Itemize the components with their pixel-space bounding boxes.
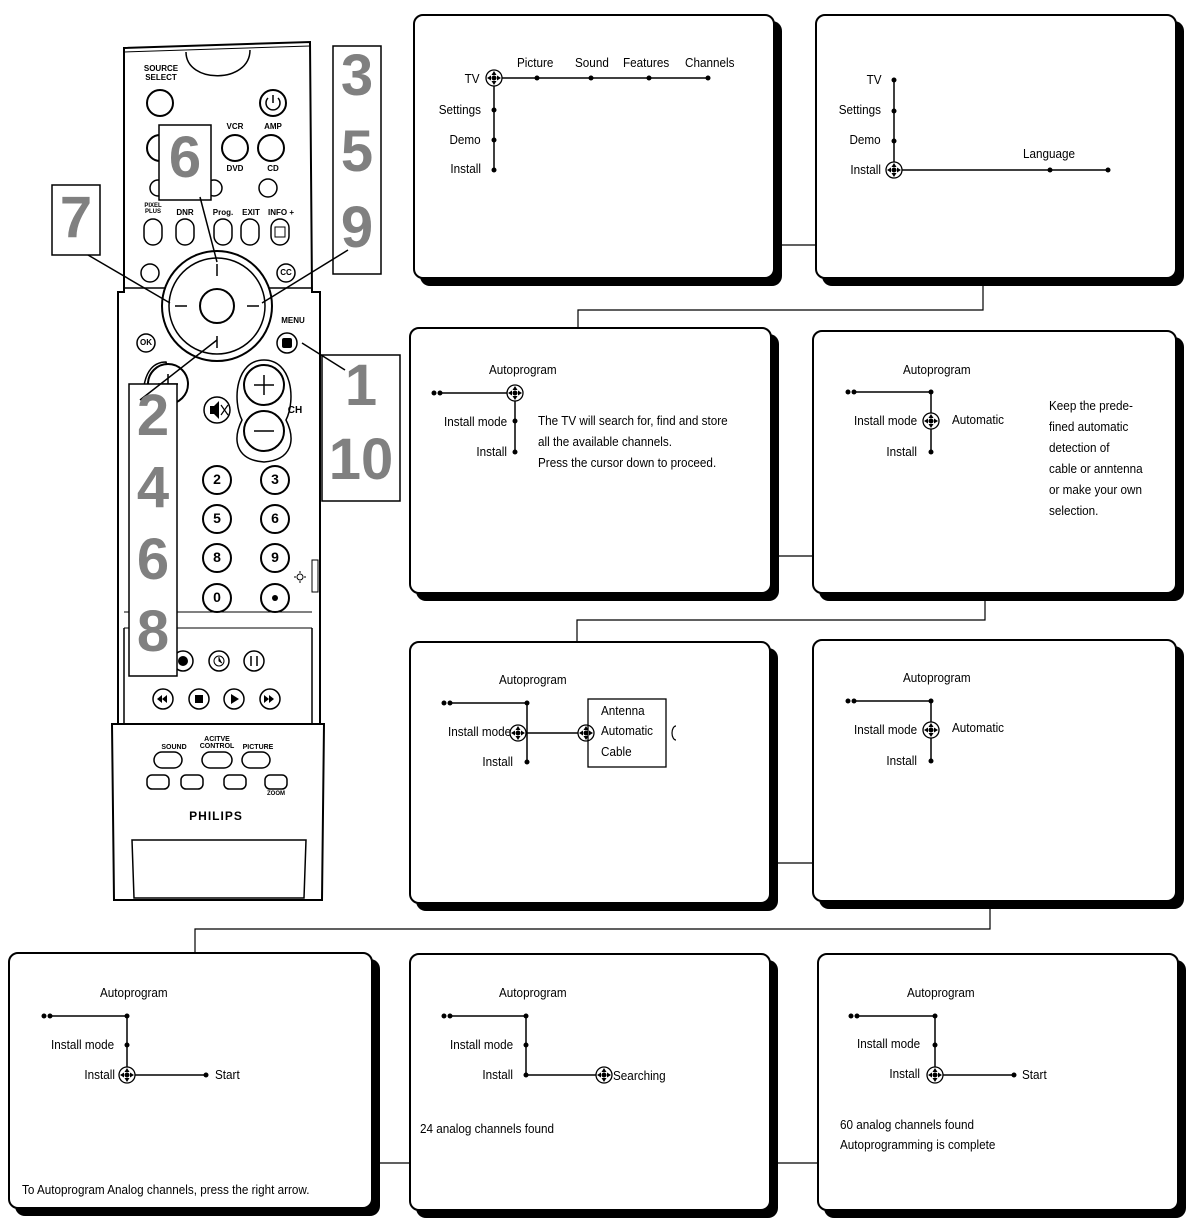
description-line: Press the cursor down to proceed. <box>538 455 716 470</box>
item-install-mode: Install mode <box>51 1037 114 1052</box>
item-install-mode: Install mode <box>857 1036 920 1051</box>
note-line: fined automatic <box>1049 419 1128 434</box>
action-searching: Searching <box>613 1068 666 1083</box>
autoprogram-title: Autoprogram <box>489 362 557 377</box>
menu-item-install: Install <box>450 161 481 176</box>
autoprogram-title: Autoprogram <box>499 985 567 1000</box>
install-mode-value: Automatic <box>952 720 1004 735</box>
autoprogram-title: Autoprogram <box>903 670 971 685</box>
description-line: all the available channels. <box>538 434 672 449</box>
item-install-mode: Install mode <box>854 413 917 428</box>
menu-item-demo: Demo <box>450 132 481 147</box>
description-line: The TV will search for, find and store <box>538 413 728 428</box>
menu-item-settings: Settings <box>839 102 881 117</box>
item-install-mode: Install mode <box>450 1037 513 1052</box>
option-automatic[interactable]: Automatic <box>601 723 653 738</box>
submenu-features: Features <box>623 55 669 70</box>
autoprogram-title: Autoprogram <box>499 672 567 687</box>
menu-item-settings: Settings <box>439 102 481 117</box>
status-text: 24 analog channels found <box>420 1121 554 1136</box>
action-start: Start <box>215 1067 240 1082</box>
item-install: Install <box>84 1067 115 1082</box>
status-text: 60 analog channels found <box>840 1117 974 1132</box>
item-install: Install <box>886 753 917 768</box>
option-antenna[interactable]: Antenna <box>601 703 645 718</box>
menu-item-install: Install <box>850 162 881 177</box>
item-install: Install <box>886 444 917 459</box>
install-mode-value: Automatic <box>952 412 1004 427</box>
note-line: or make your own <box>1049 482 1142 497</box>
submenu-language: Language <box>1023 146 1075 161</box>
autoprogram-title: Autoprogram <box>907 985 975 1000</box>
item-install-mode: Install mode <box>444 414 507 429</box>
item-install: Install <box>889 1066 920 1081</box>
menu-item-tv: TV <box>867 72 882 87</box>
item-install-mode: Install mode <box>854 722 917 737</box>
menu-item-demo: Demo <box>850 132 881 147</box>
instruction-text: To Autoprogram Analog channels, press th… <box>22 1182 309 1197</box>
autoprogram-title: Autoprogram <box>903 362 971 377</box>
submenu-channels: Channels <box>685 55 734 70</box>
submenu-picture: Picture <box>517 55 553 70</box>
note-line: detection of <box>1049 440 1109 455</box>
item-install-mode: Install mode <box>448 724 511 739</box>
option-cable[interactable]: Cable <box>601 744 632 759</box>
note-line: selection. <box>1049 503 1098 518</box>
status-text: Autoprogramming is complete <box>840 1137 995 1152</box>
menu-item-tv: TV <box>465 71 480 86</box>
note-line: Keep the prede- <box>1049 398 1133 413</box>
submenu-sound: Sound <box>575 55 609 70</box>
item-install: Install <box>476 444 507 459</box>
autoprogram-title: Autoprogram <box>100 985 168 1000</box>
action-start: Start <box>1022 1067 1047 1082</box>
item-install: Install <box>482 1067 513 1082</box>
item-install: Install <box>482 754 513 769</box>
note-line: cable or anntenna <box>1049 461 1143 476</box>
